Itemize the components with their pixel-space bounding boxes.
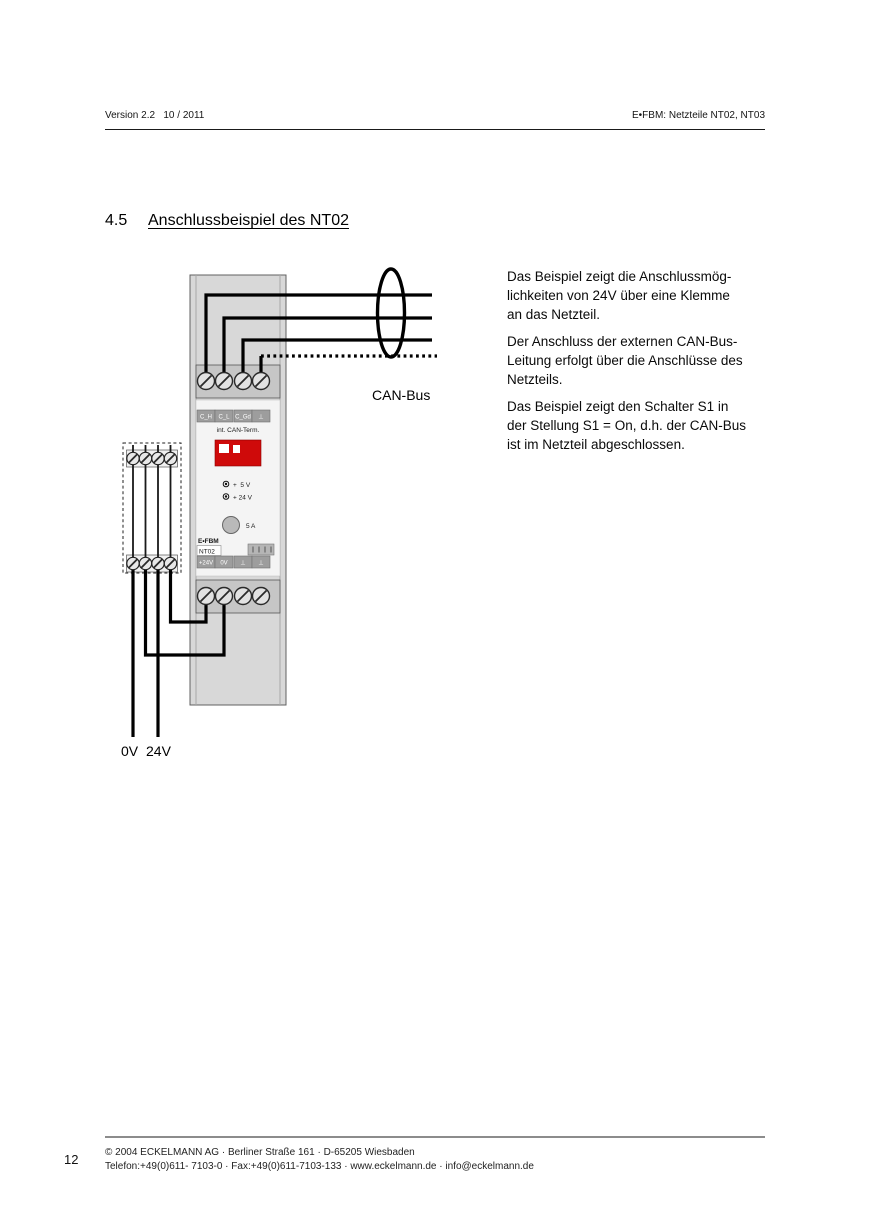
brand-label: E•FBM — [198, 538, 219, 545]
s1-switch[interactable] — [214, 439, 262, 467]
terminal-label-cl: C_L — [218, 415, 230, 421]
section-heading: 4.5 Anschlussbeispiel des NT02 — [105, 212, 349, 230]
supply-0v-label: 0V — [121, 743, 139, 759]
footer-copyright: © 2004 ECKELMANN AG · Berliner Straße 16… — [105, 1147, 415, 1158]
cable-loop-icon — [375, 267, 407, 359]
terminal-label-earth-1: ⊥ — [240, 560, 245, 567]
terminal-label-0v: 0V — [220, 561, 227, 567]
model-plate — [196, 545, 222, 556]
fuse-icon — [222, 516, 240, 534]
marking-plate — [247, 543, 275, 556]
led-5v-icon — [222, 480, 230, 488]
bottom-terminal-labels: +24V 0V ⊥ ⊥ — [196, 555, 271, 569]
wire-can-gnd — [241, 338, 432, 381]
terminal-label-cgd: C_Gd — [235, 415, 251, 421]
terminal-label-earth-2: ⊥ — [258, 560, 263, 567]
description-text: Das Beispiel zeigt die Anschlussmög- lic… — [507, 267, 782, 462]
led-5v-label: + 5 V — [233, 482, 251, 489]
footer-info: © 2004 ECKELMANN AG · Berliner Straße 16… — [105, 1146, 534, 1173]
wire-0v-to-block — [143, 569, 226, 657]
section-number: 4.5 — [105, 212, 128, 229]
footer-rule — [105, 1136, 765, 1138]
wire-can-l — [222, 316, 432, 381]
footer-contact: Telefon:+49(0)611- 7103-0 · Fax:+49(0)61… — [105, 1160, 534, 1172]
top-screw-terminals — [196, 371, 271, 391]
paragraph-3: Das Beispiel zeigt den Schalter S1 in de… — [507, 399, 746, 452]
fuse: 5 A — [222, 516, 256, 534]
can-bus-label: CAN-Bus — [372, 387, 430, 403]
supply-24v-label: 24V — [146, 743, 172, 759]
external-block-screws — [126, 451, 178, 571]
bottom-screw-terminals — [196, 586, 271, 606]
header-rule — [105, 129, 765, 130]
top-terminal-labels: C_H C_L C_Gd ⊥ — [196, 409, 271, 423]
terminal-label-ch: C_H — [200, 415, 212, 421]
header-version: Version 2.2 10 / 2011 — [105, 110, 205, 121]
header-doc-title: E•FBM: Netzteile NT02, NT03 — [632, 110, 765, 121]
terminal-label-earth: ⊥ — [258, 414, 263, 421]
wire-plus24-to-block — [168, 569, 208, 624]
supply-wires — [131, 563, 226, 737]
paragraph-1: Das Beispiel zeigt die Anschlussmög- lic… — [507, 269, 732, 322]
terminal-label-24v: +24V — [199, 561, 213, 567]
led-indicators: + 5 V + 24 V — [222, 480, 253, 502]
wire-can-h — [204, 293, 432, 381]
model-label: NT02 — [199, 549, 215, 556]
fuse-label: 5 A — [246, 523, 256, 530]
wiring-diagram: C_H C_L C_Gd ⊥ int. CAN-Term. + 5 V + 24… — [121, 267, 437, 759]
paragraph-2: Der Anschluss der externen CAN-Bus- Leit… — [507, 334, 743, 387]
int-can-term-label: int. CAN-Term. — [217, 427, 260, 434]
switch-mark — [233, 445, 240, 453]
led-24v-label: + 24 V — [233, 495, 253, 502]
can-bus-wires — [204, 293, 437, 381]
page-number: 12 — [64, 1152, 79, 1167]
led-24v-icon — [222, 493, 230, 500]
switch-slider[interactable] — [219, 444, 229, 453]
section-title: Anschlussbeispiel des NT02 — [148, 212, 349, 229]
